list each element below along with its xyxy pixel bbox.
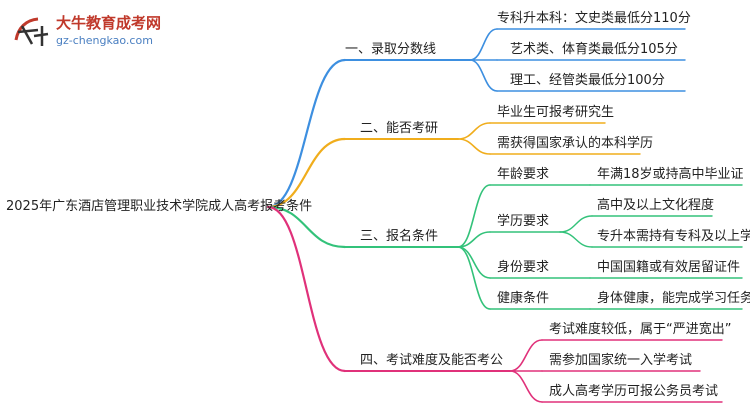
- link-branch-3-sub-3: [457, 246, 491, 279]
- branch-2-label: 二、能否考研: [360, 121, 439, 136]
- link-root-branch-4: [266, 205, 347, 373]
- branch-1-leaf-3: 理工、经管类最低分100分: [510, 73, 665, 88]
- branch-3-sub-1-leaf-1: 年满18岁或持高中毕业证: [597, 167, 744, 182]
- branch-3-sub-4-leaf-1: 身体健康，能完成学习任务: [597, 291, 750, 306]
- branch-3-sub-4: 健康条件: [497, 291, 550, 306]
- branch-3-sub-2: 学历要求: [497, 214, 550, 229]
- link-root-branch-1: [266, 58, 347, 209]
- branch-3-sub-3: 身份要求: [497, 260, 550, 275]
- branch-4-leaf-2: 需参加国家统一入学考试: [549, 353, 693, 368]
- branch-2-leaf-1: 毕业生可报考研究生: [497, 105, 615, 120]
- branch-3-sub-2-leaf-1: 高中及以上文化程度: [597, 198, 715, 213]
- branch-1-label: 一、录取分数线: [345, 42, 437, 57]
- branch-4-leaf-3: 成人高考学历可报公务员考试: [549, 384, 719, 399]
- branch-3-sub-1: 年龄要求: [497, 167, 550, 182]
- link-branch-4-leaf-1: [509, 339, 543, 372]
- branch-4-label: 四、考试难度及能否考公: [360, 353, 504, 368]
- branch-2-leaf-2: 需获得国家承认的本科学历: [497, 136, 654, 151]
- link-branch-1-leaf-3: [469, 59, 498, 92]
- branch-1-leaf-2: 艺术类、体育类最低分105分: [510, 42, 678, 57]
- site-logo: 大牛教育成考网 gz-chengkao.com: [6, 6, 166, 50]
- link-branch-4-leaf-3: [509, 370, 543, 403]
- branch-3-sub-3-leaf-1: 中国国籍或有效居留证件: [597, 260, 741, 275]
- logo-url: gz-chengkao.com: [56, 34, 153, 47]
- link-branch-1-leaf-1: [469, 28, 498, 61]
- link-branch-3-sub-1: [457, 184, 491, 248]
- branch-3-sub-2-leaf-2: 专升本需持有专科及以上学历: [597, 229, 750, 244]
- link-root-branch-2: [266, 137, 347, 209]
- logo-title: 大牛教育成考网: [56, 14, 162, 32]
- link-branch-3-sub-4: [457, 246, 491, 310]
- link-branch-2-leaf-1: [457, 122, 491, 140]
- link-branch-3-sub-2-leaf-2: [559, 231, 593, 248]
- logo-mark-icon: [14, 17, 49, 46]
- link-branch-3-sub-2-leaf-1: [559, 215, 593, 233]
- link-branch-2-leaf-2: [457, 138, 491, 155]
- branch-1-leaf-1: 专科升本科：文史类最低分110分: [497, 11, 691, 26]
- link-root-branch-3: [266, 205, 347, 249]
- link-branch-3-sub-2: [457, 231, 491, 248]
- branch-4-leaf-1: 考试难度较低，属于“严进宽出”: [549, 322, 732, 337]
- branch-3-label: 三、报名条件: [360, 229, 439, 244]
- root-topic: 2025年广东酒店管理职业技术学院成人高考报考条件: [6, 199, 313, 214]
